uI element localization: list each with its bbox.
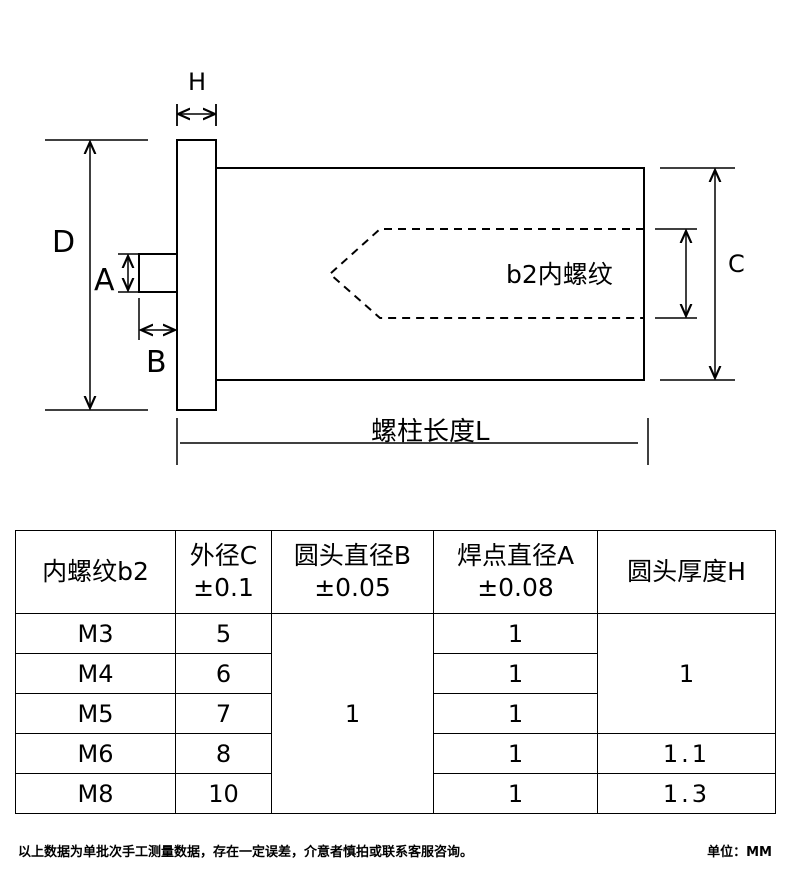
label-a: A	[94, 263, 115, 298]
header-head-thick-h: 圆头厚度H	[597, 530, 776, 614]
header-thread: 内螺纹b2	[15, 530, 176, 614]
cell-weld-a: 1	[433, 733, 598, 774]
cell-thread: M6	[15, 733, 176, 774]
header-outer-c: 外径C±0.1	[175, 530, 272, 614]
stud-head	[176, 139, 217, 411]
stud-body	[216, 167, 645, 381]
cell-outer-c: 6	[175, 653, 272, 694]
table-row: M6 8 1 1.1	[15, 733, 776, 774]
label-c: C	[728, 250, 745, 278]
label-length: 螺柱长度L	[371, 417, 490, 447]
table-header-row: 内螺纹b2 外径C±0.1 圆头直径B±0.05 焊点直径A±0.08 圆头厚度…	[15, 530, 776, 614]
table-row: M5 7 1	[15, 693, 776, 734]
cell-thread: M3	[15, 613, 176, 654]
label-b: B	[146, 345, 167, 380]
cell-thread: M4	[15, 653, 176, 694]
cell-outer-c: 5	[175, 613, 272, 654]
technical-drawing: H D A B C b2内螺纹 螺柱长度L	[45, 68, 745, 465]
cell-outer-c: 10	[175, 773, 272, 814]
label-h: H	[188, 68, 206, 96]
internal-thread-outline	[328, 228, 644, 319]
weld-projection	[138, 253, 177, 293]
cell-weld-a: 1	[433, 653, 598, 694]
header-weld-a: 焊点直径A±0.08	[433, 530, 598, 614]
table-row: M4 6 1	[15, 653, 776, 694]
cell-head-thick-h: 1.1	[597, 733, 776, 774]
header-head-dia-b: 圆头直径B±0.05	[271, 530, 434, 614]
cell-weld-a: 1	[433, 613, 598, 654]
label-thread: b2内螺纹	[506, 260, 613, 289]
cell-thread: M5	[15, 693, 176, 734]
cell-head-thick-h: 1	[597, 613, 776, 734]
cell-head-dia-b: 1	[271, 613, 434, 814]
cell-outer-c: 8	[175, 733, 272, 774]
cell-thread: M8	[15, 773, 176, 814]
footnote: 以上数据为单批次手工测量数据，存在一定误差，介意者慎拍或联系客服咨询。	[18, 845, 474, 860]
table-row: M3 5 1 1 1	[15, 613, 776, 814]
cell-weld-a: 1	[433, 693, 598, 734]
cell-outer-c: 7	[175, 693, 272, 734]
cell-head-thick-h: 1.3	[597, 773, 776, 814]
spec-table: 内螺纹b2 外径C±0.1 圆头直径B±0.05 焊点直径A±0.08 圆头厚度…	[15, 530, 776, 814]
cell-weld-a: 1	[433, 773, 598, 814]
unit-label: 单位：MM	[707, 845, 772, 860]
label-d: D	[52, 225, 75, 260]
table-row: M8 10 1 1.3	[15, 773, 776, 814]
